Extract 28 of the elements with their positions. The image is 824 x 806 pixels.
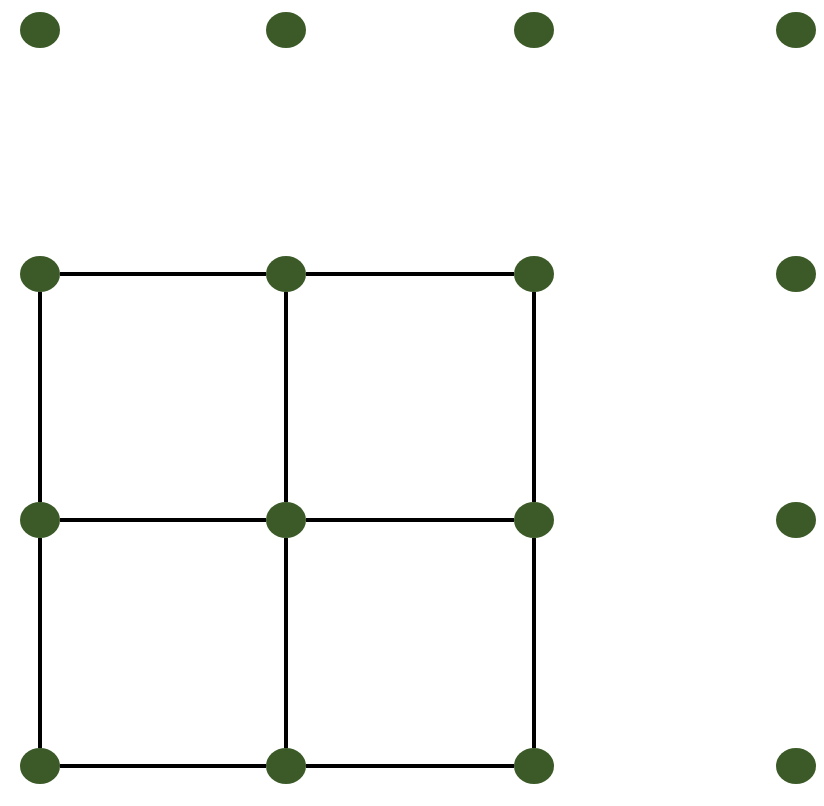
grid-dot (266, 256, 306, 292)
line-segment (306, 518, 514, 522)
line-segment (60, 518, 266, 522)
grid-dot (776, 748, 816, 784)
grid-dot (514, 12, 554, 48)
line-segment (38, 538, 42, 748)
line-segment (532, 538, 536, 748)
line-segment (306, 764, 514, 768)
grid-dot (514, 502, 554, 538)
grid-dot (514, 748, 554, 784)
grid-dot (266, 12, 306, 48)
line-segment (284, 292, 288, 502)
line-segment (38, 292, 42, 502)
grid-dot (776, 12, 816, 48)
grid-dot (514, 256, 554, 292)
line-segment (284, 538, 288, 748)
grid-dot (20, 256, 60, 292)
line-segment (306, 272, 514, 276)
line-segment (532, 292, 536, 502)
grid-dot (20, 12, 60, 48)
grid-dot (20, 748, 60, 784)
line-segment (60, 764, 266, 768)
grid-dot (776, 502, 816, 538)
grid-dot (266, 502, 306, 538)
grid-dot (776, 256, 816, 292)
line-segment (60, 272, 266, 276)
grid-dot (20, 502, 60, 538)
grid-dot (266, 748, 306, 784)
